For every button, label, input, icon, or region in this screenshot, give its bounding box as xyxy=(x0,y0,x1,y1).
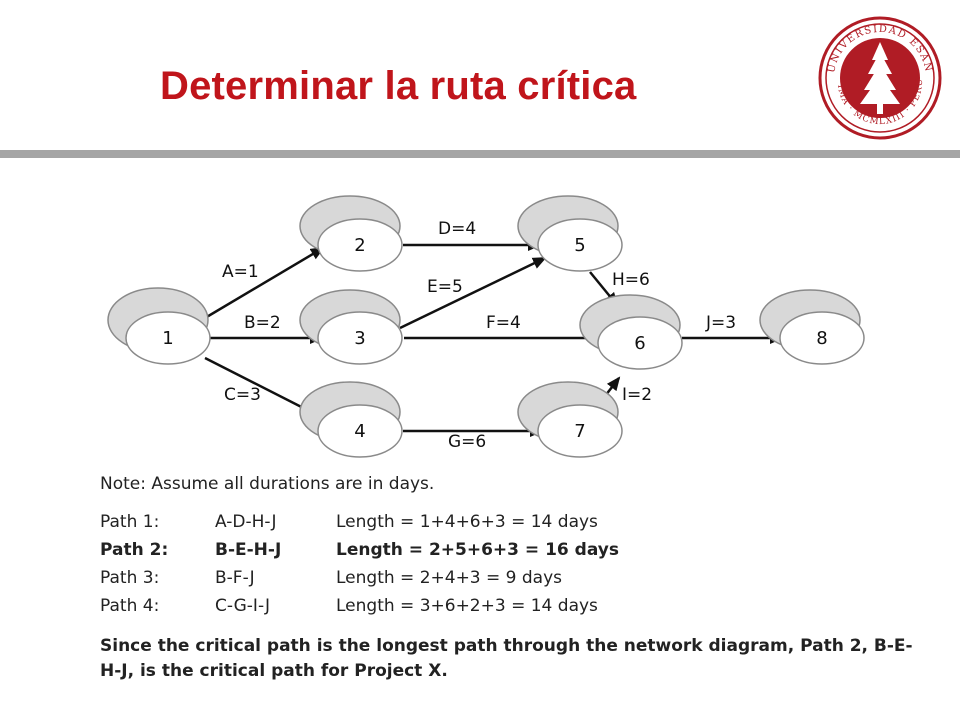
path-name: Path 3: xyxy=(100,568,160,588)
edge-label-b: B=2 xyxy=(244,313,281,333)
path-route: C-G-I-J xyxy=(215,596,271,616)
path-route: B-E-H-J xyxy=(215,540,282,560)
node-3-label: 3 xyxy=(354,328,365,349)
path-name: Path 2: xyxy=(100,540,169,560)
node-1-label: 1 xyxy=(162,328,173,349)
edge-label-i: I=2 xyxy=(622,385,652,405)
assumption-note: Note: Assume all durations are in days. xyxy=(100,474,435,494)
node-8: 8 xyxy=(759,289,865,365)
node-4-label: 4 xyxy=(354,421,365,442)
path-length: Length = 2+4+3 = 9 days xyxy=(336,568,563,588)
edge-a xyxy=(204,246,325,320)
node-7: 7 xyxy=(517,381,623,458)
path-length: Length = 1+4+6+3 = 14 days xyxy=(336,512,598,532)
edge-label-e: E=5 xyxy=(427,277,463,297)
edge-label-g: G=6 xyxy=(448,432,486,452)
path-route: B-F-J xyxy=(215,568,255,588)
node-2: 2 xyxy=(299,195,403,272)
edge-label-f: F=4 xyxy=(486,313,521,333)
node-1: 1 xyxy=(107,287,211,365)
edge-label-d: D=4 xyxy=(438,219,476,239)
node-6-label: 6 xyxy=(634,333,645,354)
node-4: 4 xyxy=(299,381,403,458)
node-8-label: 8 xyxy=(816,328,827,349)
node-2-label: 2 xyxy=(354,235,365,256)
node-5-label: 5 xyxy=(574,235,585,256)
node-7-label: 7 xyxy=(574,421,585,442)
edge-label-j: J=3 xyxy=(705,313,736,333)
edge-e xyxy=(399,256,547,330)
page-title: Determinar la ruta crítica xyxy=(160,64,637,108)
header-divider xyxy=(0,150,960,158)
edge-label-c: C=3 xyxy=(224,385,261,405)
edge-label-a: A=1 xyxy=(222,262,259,282)
path-length: Length = 3+6+2+3 = 14 days xyxy=(336,596,598,616)
university-seal-logo: UNIVERSIDAD ESAN LIMA · MCMLXIII · PERU xyxy=(818,16,942,140)
path-name: Path 4: xyxy=(100,596,160,616)
path-length: Length = 2+5+6+3 = 16 days xyxy=(336,540,619,560)
edge-label-h: H=6 xyxy=(612,270,650,290)
node-6: 6 xyxy=(579,294,683,370)
node-3: 3 xyxy=(299,289,403,365)
conclusion-text: Since the critical path is the longest p… xyxy=(100,636,913,681)
node-5: 5 xyxy=(517,195,623,272)
path-route: A-D-H-J xyxy=(215,512,277,532)
path-name: Path 1: xyxy=(100,512,160,532)
